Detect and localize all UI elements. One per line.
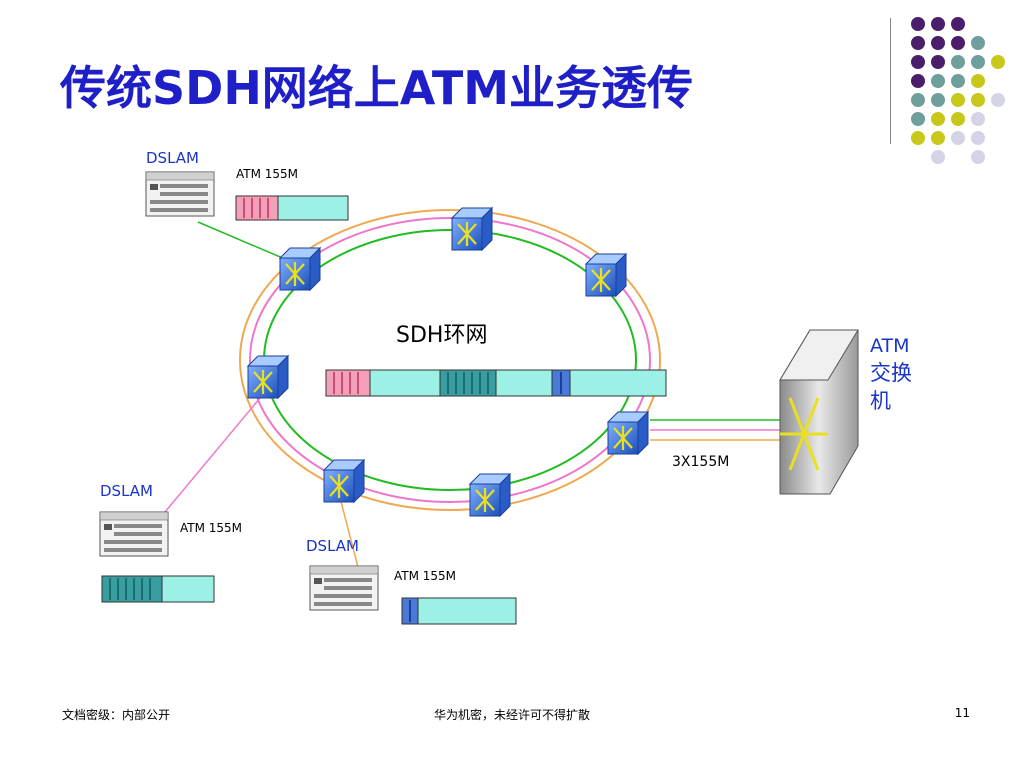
ring-pink bbox=[249, 217, 651, 503]
page-number: 11 bbox=[954, 706, 970, 720]
dslam-icon[interactable] bbox=[99, 511, 169, 557]
ring-orange bbox=[239, 209, 661, 511]
slide-title: 传统SDH网络上ATM业务透传 bbox=[60, 61, 693, 115]
dslam-icon[interactable] bbox=[309, 565, 379, 611]
access-links bbox=[164, 221, 790, 576]
network-diagram: SDH环网 DSLAM ATM 155M DSLAM ATM 155M bbox=[99, 149, 912, 625]
dslam-label: DSLAM bbox=[306, 537, 359, 555]
sdh-node-icon[interactable] bbox=[584, 252, 628, 298]
atm-155m-label: ATM 155M bbox=[180, 521, 242, 535]
sdh-node-icon[interactable] bbox=[322, 458, 366, 504]
sdh-node-icon[interactable] bbox=[450, 206, 494, 252]
dslam-icon[interactable] bbox=[145, 171, 215, 217]
sdh-node-icon[interactable] bbox=[468, 472, 512, 518]
atm-switch: ATM 交换 机 bbox=[779, 329, 912, 495]
sdh-ring bbox=[239, 209, 661, 511]
dslam-label: DSLAM bbox=[146, 149, 199, 167]
trunk-label: 3X155M bbox=[672, 454, 729, 470]
link-dslam-top bbox=[197, 221, 293, 263]
atm-155m-label: ATM 155M bbox=[236, 167, 298, 181]
sdh-node-icon[interactable] bbox=[246, 354, 290, 400]
frame-bar-ring bbox=[325, 369, 667, 397]
dslam-left: DSLAM ATM 155M bbox=[99, 482, 242, 603]
atm-switch-icon[interactable] bbox=[779, 329, 859, 495]
sdh-node-icon[interactable] bbox=[606, 410, 650, 456]
dslam-top: DSLAM ATM 155M bbox=[145, 149, 349, 221]
frame-bar-left bbox=[101, 575, 215, 603]
link-dslam-bottom bbox=[337, 489, 361, 576]
switch-label-line: 交换 bbox=[870, 361, 912, 385]
decorative-divider bbox=[890, 18, 891, 144]
switch-label-line: 机 bbox=[870, 389, 891, 413]
link-dslam-left bbox=[164, 391, 266, 513]
footer-confidential: 华为机密，未经许可不得扩散 bbox=[433, 708, 590, 722]
frame-bar-bottom bbox=[401, 597, 517, 625]
dslam-label: DSLAM bbox=[100, 482, 153, 500]
switch-label-line: ATM bbox=[870, 335, 910, 357]
dslam-bottom: DSLAM ATM 155M bbox=[306, 537, 517, 625]
atm-155m-label: ATM 155M bbox=[394, 569, 456, 583]
sdh-node-icon[interactable] bbox=[278, 246, 322, 292]
frame-bar-top bbox=[235, 195, 349, 221]
ring-label: SDH环网 bbox=[396, 323, 487, 348]
footer-classification: 文档密级：内部公开 bbox=[62, 708, 171, 722]
